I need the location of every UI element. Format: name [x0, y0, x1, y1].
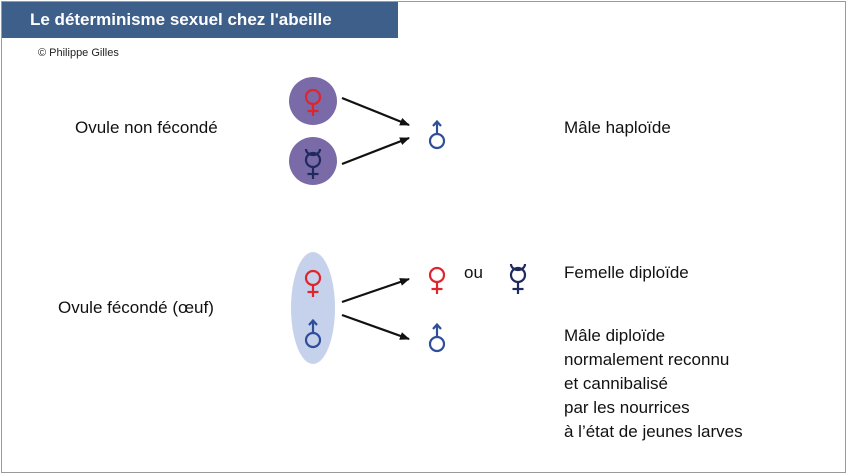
description-line: à l’état de jeunes larves [564, 422, 743, 441]
arrow-icon [341, 96, 410, 127]
credit-text: © Philippe Gilles [38, 47, 119, 59]
description-line: Mâle diploïde [564, 326, 666, 345]
male-symbol-icon [428, 323, 446, 353]
male-symbol-icon [428, 120, 446, 150]
diploid-male-description: Mâle diploïde normalement reconnu et can… [564, 324, 743, 444]
arrow-icon [341, 277, 410, 304]
unfertilized-egg-label: Ovule non fécondé [75, 118, 218, 137]
female-symbol-icon [428, 266, 446, 296]
description-line: et cannibalisé [564, 374, 668, 393]
figure-title: Le déterminisme sexuel chez l'abeille [30, 10, 332, 29]
hermaphrodite-symbol-icon [509, 262, 527, 296]
description-line: normalement reconnu [564, 350, 730, 369]
or-connector: ou [464, 263, 483, 282]
fertilized-egg-ellipse [291, 252, 335, 364]
egg-circle-bottom [289, 137, 337, 185]
diploid-female-label: Femelle diploïde [564, 263, 689, 282]
haploid-male-label: Mâle haploïde [564, 118, 671, 137]
title-bar: Le déterminisme sexuel chez l'abeille [2, 2, 398, 38]
arrow-icon [341, 313, 410, 341]
description-line: par les nourrices [564, 398, 690, 417]
egg-circle-top [289, 77, 337, 125]
arrow-icon [341, 136, 410, 166]
fertilized-egg-label: Ovule fécondé (œuf) [58, 298, 214, 317]
